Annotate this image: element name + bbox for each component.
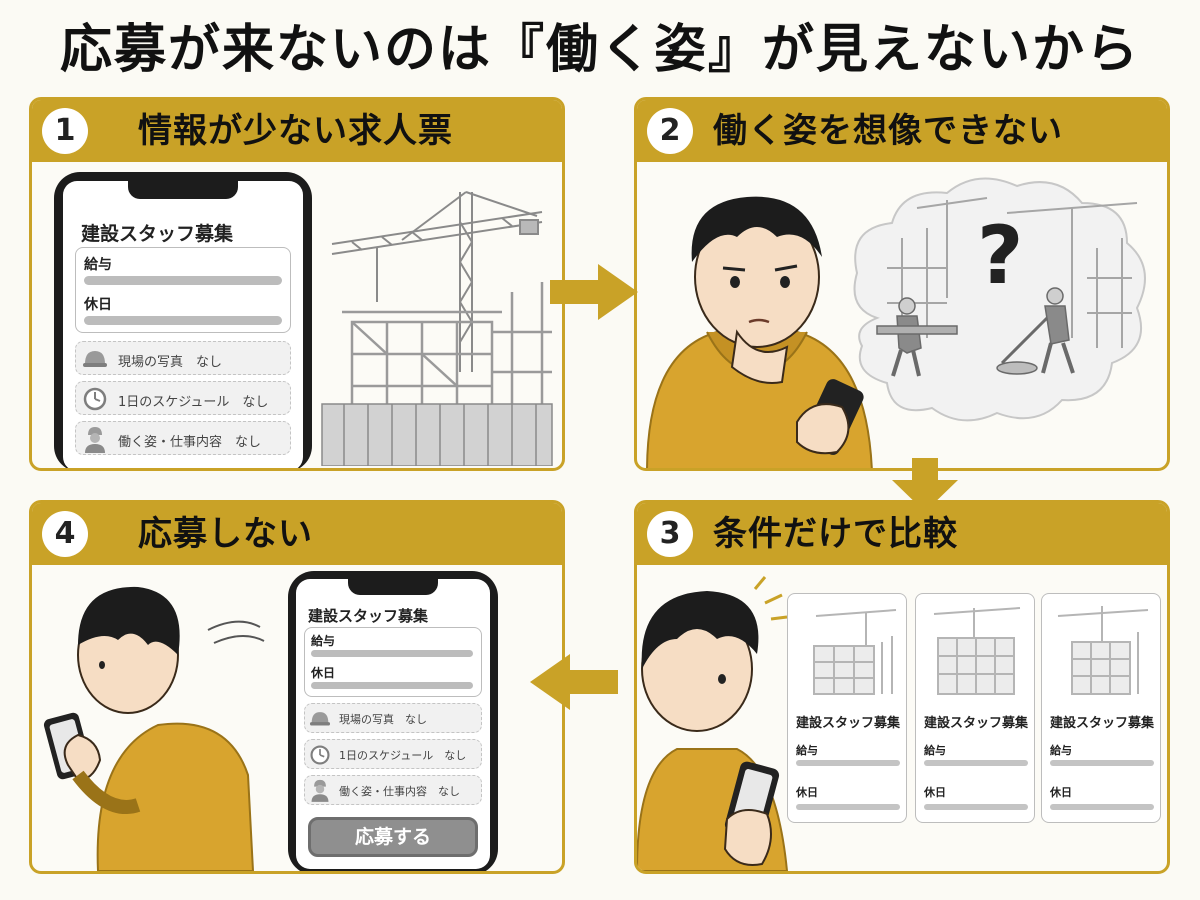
clock-icon [82,386,108,412]
salary-bar [311,650,473,657]
panel-title: 応募しない [138,514,313,554]
phone-notch [128,181,238,199]
card-title: 建設スタッフ募集 [924,716,1029,731]
worker-icon [309,778,331,802]
step-number: 1 [42,108,88,154]
arrow-left-icon [530,654,618,710]
conditions-box: 給与 休日 [75,247,291,333]
building-thumbnail [1057,606,1149,695]
phone: 建設スタッフ募集 給与 休日 現場の写真 なし [288,571,498,871]
card-bar [924,804,1028,810]
missing-text: 現場の写真 なし [339,713,427,726]
card-label-holiday: 休日 [796,786,818,799]
missing-row-work: 働く姿・仕事内容 なし [304,775,482,805]
step-number: 3 [647,511,693,557]
arrow-right-icon [550,264,638,320]
card-bar [924,760,1028,766]
panel-body: 建設スタッフ募集 給与 休日 現場の写真 なし [32,565,562,871]
missing-text: 働く姿・仕事内容 なし [339,785,460,798]
job-card[interactable]: 建設スタッフ募集 給与 休日 [1041,593,1161,823]
missing-row-photo: 現場の写真 なし [75,341,291,375]
missing-row-schedule: 1日のスケジュール なし [304,739,482,769]
card-bar [796,760,900,766]
worker-icon [82,425,108,453]
panel-title: 条件だけで比較 [713,514,958,554]
field-label-holiday: 休日 [84,297,112,313]
missing-text: 1日のスケジュール なし [118,395,269,410]
arrow-down-icon [892,458,958,512]
conditions-box: 給与 休日 [304,627,482,697]
card-label-salary: 給与 [1050,744,1072,757]
panel-step-2: 2 働く姿を想像できない ? [634,97,1170,471]
building-thumbnail [933,607,1021,695]
job-card[interactable]: 建設スタッフ募集 給与 休日 [915,593,1035,823]
missing-text: 働く姿・仕事内容 なし [118,435,262,450]
field-label-holiday: 休日 [311,666,336,680]
card-bar [796,804,900,810]
card-label-salary: 給与 [796,744,818,757]
clock-icon [309,744,331,766]
missing-row-work: 働く姿・仕事内容 なし [75,421,291,455]
missing-row-schedule: 1日のスケジュール なし [75,381,291,415]
missing-row-photo: 現場の写真 なし [304,703,482,733]
step-number: 4 [42,511,88,557]
panel-body: 建設スタッフ募集 給与 休日 建設スタッフ募集 給与 休日 [637,565,1167,871]
panel-body: ? [637,162,1167,468]
step-number: 2 [647,108,693,154]
missing-text: 現場の写真 なし [118,355,223,370]
panel-step-4: 4 応募しない 建設スタッフ募集 給与 休日 [29,500,565,874]
phone-notch [348,579,438,595]
card-label-holiday: 休日 [1050,786,1072,799]
panel-header: 2 働く姿を想像できない [637,100,1167,162]
question-mark: ? [977,209,1023,302]
card-title: 建設スタッフ募集 [1050,716,1155,731]
holiday-bar [84,316,282,325]
panel-body: 建設スタッフ募集 給与 休日 現場の写真 なし [32,162,562,468]
construction-site-illustration [321,191,553,466]
building-thumbnail [813,609,897,695]
job-title: 建設スタッフ募集 [81,223,234,245]
helmet-icon [309,708,331,728]
salary-bar [84,276,282,285]
missing-text: 1日のスケジュール なし [339,749,467,762]
job-title: 建設スタッフ募集 [308,607,429,625]
thinking-person-illustration [646,196,873,468]
panel-step-1: 1 情報が少ない求人票 [29,97,565,471]
job-card[interactable]: 建設スタッフ募集 給与 休日 [787,593,907,823]
panel-header: 3 条件だけで比較 [637,503,1167,565]
card-bar [1050,804,1154,810]
phone-screen: 建設スタッフ募集 給与 休日 現場の写真 なし [296,579,490,869]
panel-title: 働く姿を想像できない [713,111,1063,151]
apply-button[interactable]: 応募する [308,817,478,857]
panel-step-3: 3 条件だけで比較 [634,500,1170,874]
thought-cloud: ? [814,177,1146,435]
turning-away-person-illustration [43,586,265,871]
panel-header: 4 応募しない [32,503,562,565]
card-title: 建設スタッフ募集 [796,716,901,731]
phone: 建設スタッフ募集 給与 休日 現場の写真 なし [54,172,312,468]
main-title: 応募が来ないのは『働く姿』が見えないから [59,20,1140,80]
comparing-person-illustration [637,576,789,871]
field-label-salary: 給与 [311,634,336,648]
phone-screen: 建設スタッフ募集 給与 休日 現場の写真 なし [63,181,303,468]
panel-title: 情報が少ない求人票 [138,111,453,151]
card-label-salary: 給与 [924,744,946,757]
holiday-bar [311,682,473,689]
card-bar [1050,760,1154,766]
field-label-salary: 給与 [84,257,112,273]
card-label-holiday: 休日 [924,786,946,799]
helmet-icon [82,346,108,370]
panel-header: 1 情報が少ない求人票 [32,100,562,162]
